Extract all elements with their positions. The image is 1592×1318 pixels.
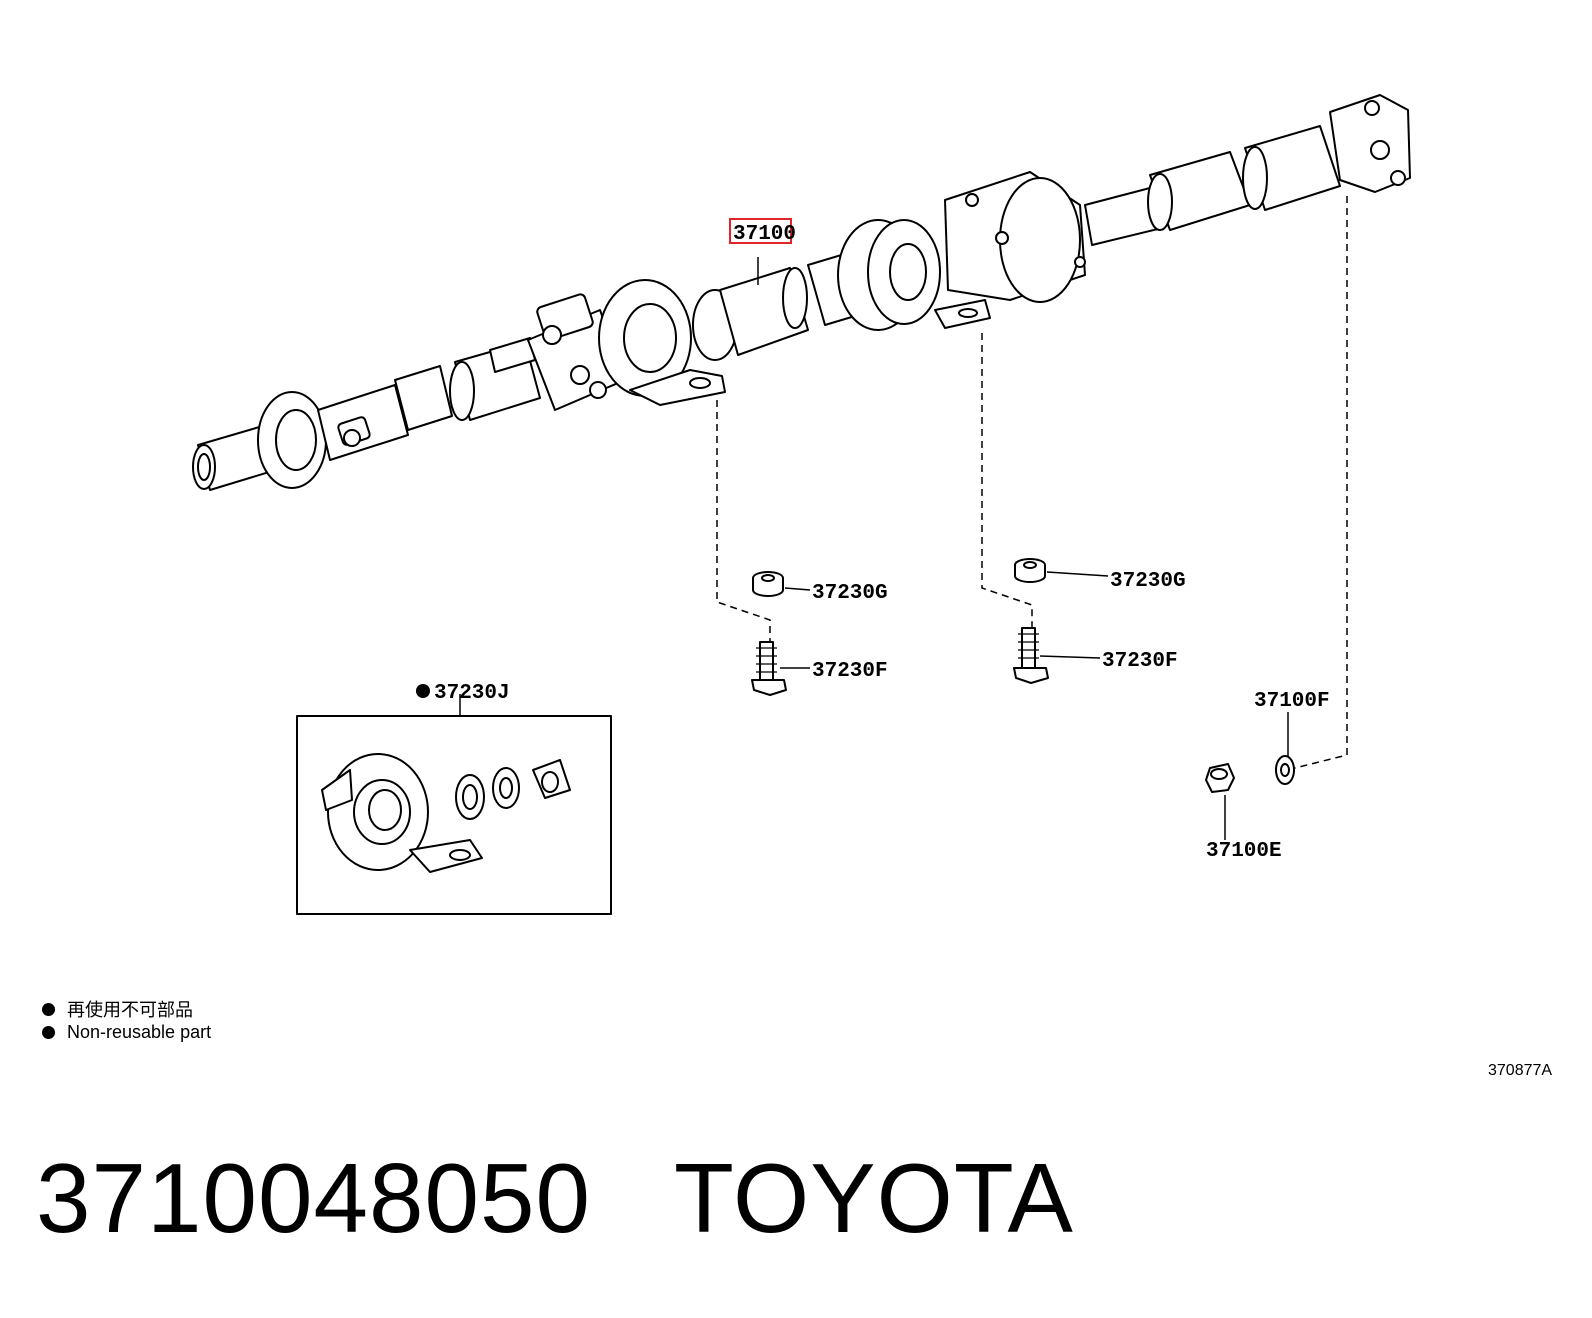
- front-universal-joint: [317, 365, 453, 461]
- callout-37230j: 37230J: [434, 682, 510, 705]
- rear-flange-yoke: [1329, 94, 1411, 193]
- callout-37230g-left: 37230G: [812, 582, 888, 605]
- callout-37230f-right: 37230F: [1102, 650, 1178, 673]
- legend-english-text: Non-reusable part: [67, 1022, 212, 1042]
- callout-37100: 37100: [733, 223, 796, 246]
- bullet-icon: [42, 1026, 55, 1039]
- part-number: 3710048050: [36, 1143, 592, 1253]
- bullet-icon: [42, 1002, 55, 1016]
- legend-chinese-text: 再使用不可部品: [67, 1000, 193, 1020]
- center-bearing-front: [598, 279, 726, 406]
- kit-bearing: [321, 753, 483, 873]
- bolt-right-part: [1013, 627, 1049, 684]
- callout-37100e: 37100E: [1206, 840, 1282, 863]
- washer-left-part: [752, 571, 784, 597]
- callout-highlight: [729, 218, 792, 244]
- rear-joint-housing: [944, 171, 1086, 303]
- kit-box: [296, 715, 612, 915]
- washer-right-part: [1014, 558, 1046, 583]
- footer-title: 3710048050 TOYOTA: [36, 1142, 1074, 1255]
- legend-chinese: 再使用不可部品: [42, 996, 193, 1022]
- legend-english: Non-reusable part: [42, 1022, 211, 1043]
- callout-37230f-left: 37230F: [812, 660, 888, 683]
- bolt-left-part: [751, 641, 787, 696]
- callout-37100f: 37100F: [1254, 690, 1330, 713]
- kit-washers: [455, 759, 571, 820]
- non-reusable-marker-icon: [416, 684, 430, 698]
- center-bearing-rear: [837, 219, 991, 331]
- front-tube: [449, 337, 541, 421]
- rear-shaft: [1084, 125, 1341, 246]
- callout-37230g-right: 37230G: [1110, 570, 1186, 593]
- brand-name: TOYOTA: [673, 1143, 1074, 1253]
- washer-f-part: [1275, 755, 1295, 785]
- reference-code: 370877A: [1488, 1062, 1553, 1079]
- nut-e-part: [1205, 763, 1235, 793]
- front-flange: [257, 391, 327, 489]
